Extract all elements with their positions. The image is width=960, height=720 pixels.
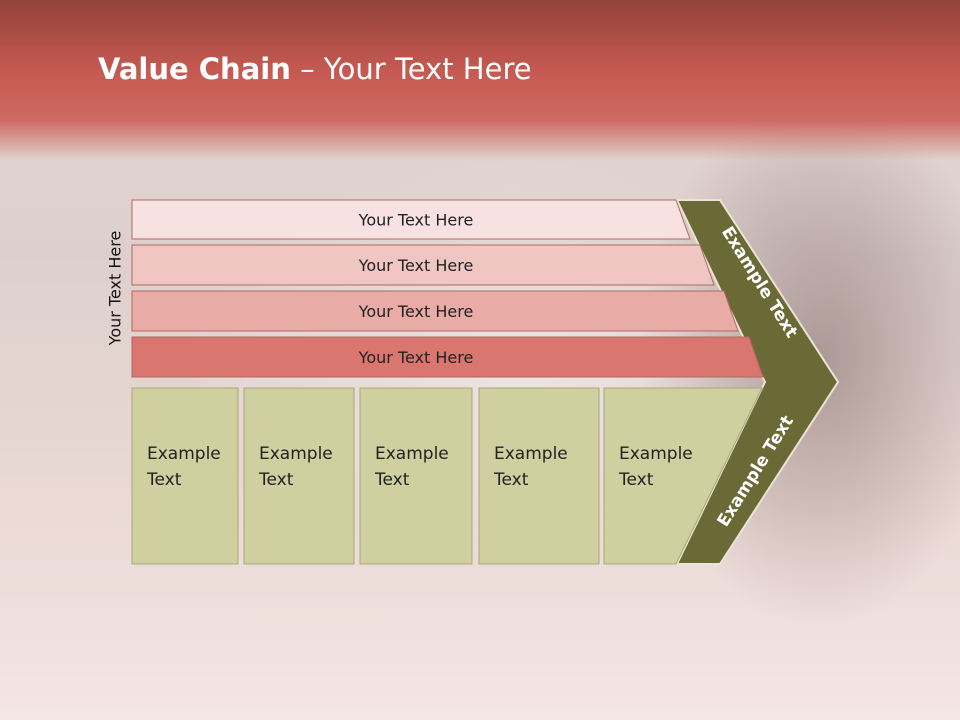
bar-3 <box>131 290 739 332</box>
activity-box-5-line1: Example <box>619 444 693 464</box>
activity-box-2 <box>243 387 355 565</box>
activity-box-3-line2: Text <box>374 470 410 490</box>
activity-box-1-line1: Example <box>147 444 221 464</box>
activity-box-1 <box>131 387 239 565</box>
activity-box-4-line1: Example <box>494 444 568 464</box>
activity-box-4 <box>478 387 600 565</box>
activity-box-4-line2: Text <box>493 470 529 490</box>
bar-2-label: Your Text Here <box>358 256 474 275</box>
title-bold: Value Chain <box>98 52 291 86</box>
activity-box-2-line1: Example <box>259 444 333 464</box>
header-band <box>0 0 960 160</box>
activity-box-1-line2: Text <box>146 470 182 490</box>
bar-1-label: Your Text Here <box>358 211 474 230</box>
activity-box-3 <box>359 387 473 565</box>
chevron-arrow <box>675 199 840 565</box>
bar-2 <box>131 244 715 286</box>
activity-box-3-line1: Example <box>375 444 449 464</box>
bar-1 <box>131 199 691 240</box>
bar-3-label: Your Text Here <box>358 302 474 321</box>
slide-title: Value Chain – Your Text Here <box>98 52 532 86</box>
title-rest: – Your Text Here <box>290 52 532 86</box>
bar-4-label: Your Text Here <box>358 348 474 367</box>
activity-box-5 <box>603 387 763 565</box>
reflection: ExampleTextExampleTextExampleTextExample… <box>0 565 960 700</box>
bar-4 <box>131 336 764 378</box>
activity-box-5-line2: Text <box>618 470 654 490</box>
activity-box-2-line2: Text <box>258 470 294 490</box>
